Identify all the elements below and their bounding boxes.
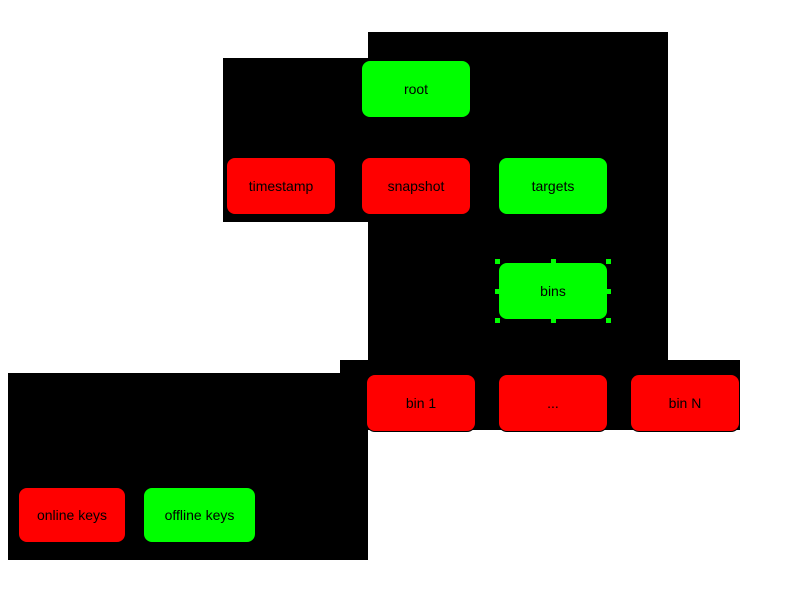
node-bin-n[interactable]: bin N xyxy=(630,374,740,432)
node-bin-ellipsis[interactable]: ... xyxy=(498,374,608,432)
node-bin-1[interactable]: bin 1 xyxy=(366,374,476,432)
node-online-keys[interactable]: online keys xyxy=(18,487,126,543)
node-label-bin-ellipsis: ... xyxy=(547,395,559,411)
node-snapshot[interactable]: snapshot xyxy=(361,157,471,215)
node-label-bin-n: bin N xyxy=(668,395,702,411)
node-offline-keys[interactable]: offline keys xyxy=(143,487,256,543)
node-label-snapshot: snapshot xyxy=(387,178,445,194)
node-label-bins: bins xyxy=(540,283,566,299)
node-root[interactable]: root xyxy=(361,60,471,118)
node-label-offline-keys: offline keys xyxy=(164,507,235,523)
node-bins[interactable]: bins xyxy=(495,259,611,323)
node-label-timestamp: timestamp xyxy=(248,178,314,194)
node-timestamp[interactable]: timestamp xyxy=(226,157,336,215)
node-label-targets: targets xyxy=(531,178,575,194)
node-label-online-keys: online keys xyxy=(36,507,108,523)
node-targets[interactable]: targets xyxy=(498,157,608,215)
node-label-bin-1: bin 1 xyxy=(405,395,437,411)
node-label-root: root xyxy=(403,81,429,97)
